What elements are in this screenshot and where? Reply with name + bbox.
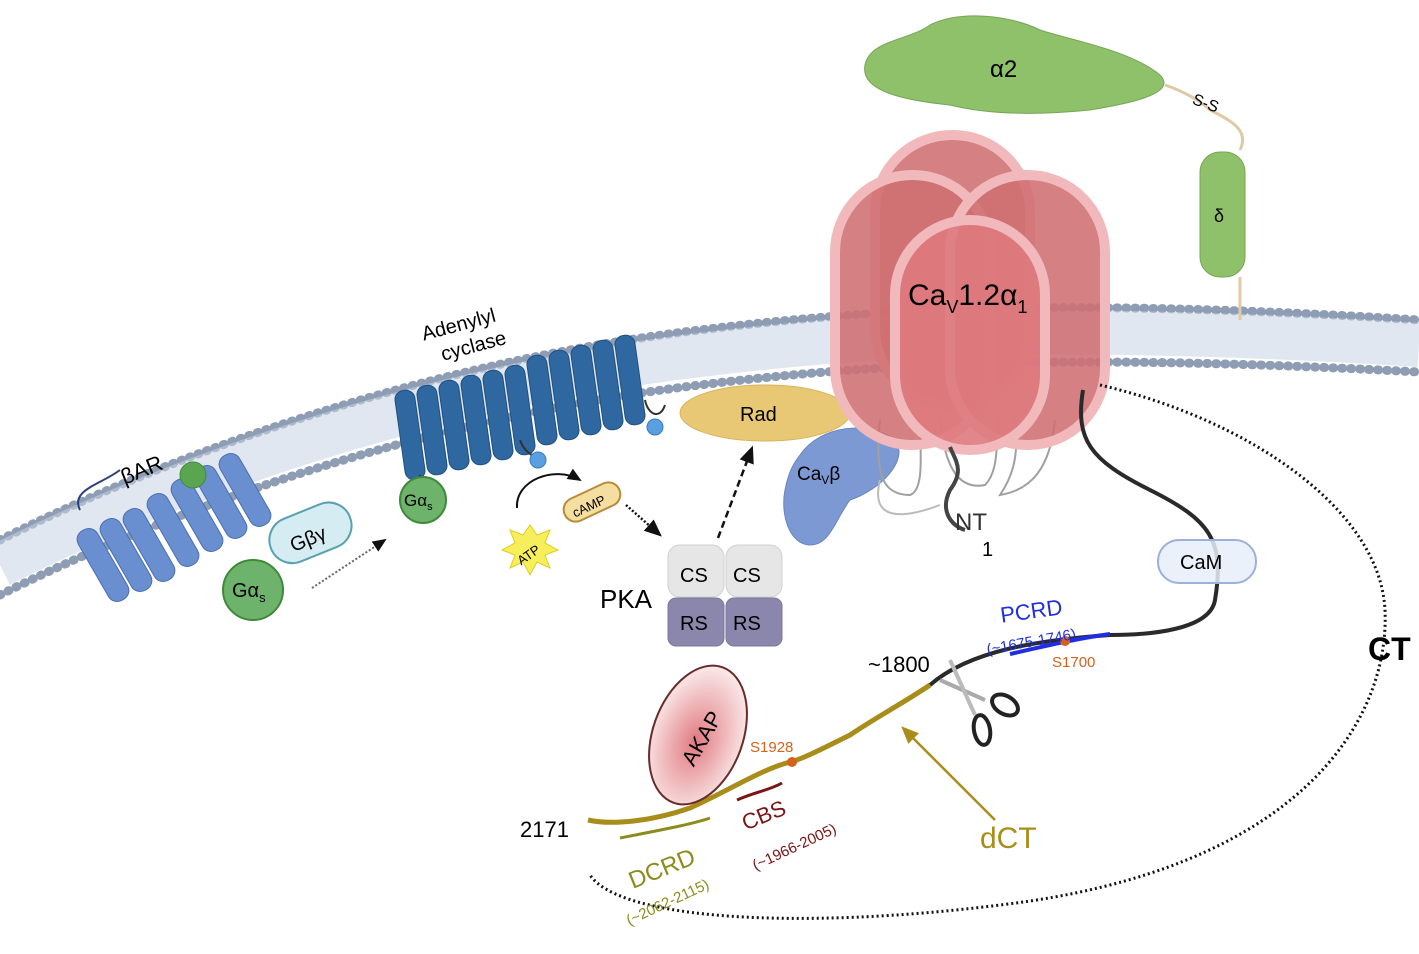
dct-pointer-arrow	[901, 726, 996, 821]
pka-to-rad-arrow	[716, 445, 754, 539]
ct-label: CT	[1368, 631, 1411, 667]
calmodulin: CaM	[1157, 539, 1257, 584]
n-terminus-tail	[944, 446, 966, 532]
dcrd-bracket	[619, 816, 711, 840]
s1928-label: S1928	[750, 739, 793, 756]
pcrd-label: PCRD	[999, 594, 1064, 627]
g-beta-gamma: Gβγ	[268, 501, 353, 565]
disulfide-label: S-S	[1190, 91, 1221, 116]
delta-label: δ	[1214, 206, 1224, 226]
cbs-bracket	[736, 781, 783, 802]
pka-rs-1: RS	[680, 613, 708, 635]
svg-text:CaV1.2α1: CaV1.2α1	[908, 279, 1027, 317]
atp-molecule: ATP	[500, 524, 560, 577]
camp-to-pka-arrow	[625, 504, 662, 537]
cleavage-site-label: ~1800	[868, 652, 930, 677]
s1700-phosphosite	[1060, 636, 1070, 646]
s1928-phosphosite	[787, 757, 797, 767]
camp-molecule: cAMP	[562, 481, 622, 523]
pka-rs-2: RS	[733, 613, 761, 635]
distal-c-terminus	[587, 682, 932, 825]
cbs-label: CBS	[738, 795, 789, 835]
beta-adrenergic-receptor	[76, 453, 272, 602]
svg-text:CaVβ: CaVβ	[797, 464, 840, 487]
svg-text:CaM: CaM	[1180, 552, 1222, 574]
adenylyl-cyclase	[394, 334, 666, 481]
proximal-c-terminus	[928, 389, 1220, 687]
pka-cs-2: CS	[733, 565, 761, 587]
s1700-label: S1700	[1052, 654, 1095, 671]
g-alpha-s-at-cyclase: Gαs	[399, 475, 447, 524]
alpha2-label: α2	[990, 56, 1017, 83]
nt-start-residue: 1	[982, 539, 993, 561]
nt-label: NT	[955, 509, 987, 536]
pka-cs-1: CS	[680, 565, 708, 587]
end-residue-label: 2171	[520, 817, 569, 842]
membrane-outer-leaflet	[0, 303, 1419, 545]
cav12-alpha1-channel: CaV1.2α1	[830, 130, 1110, 455]
svg-text:Gαs: Gαs	[232, 580, 266, 605]
pka-holoenzyme: CS CS RS RS	[667, 544, 783, 647]
akap-protein: AKAP	[648, 664, 748, 806]
dct-label: dCT	[980, 822, 1037, 855]
scissors-icon	[939, 659, 1020, 747]
alpha2-delta-subunit: α2 S-S δ	[864, 15, 1246, 320]
rad-protein: Rad	[679, 384, 851, 442]
svg-text:Gαs: Gαs	[404, 491, 433, 513]
g-alpha-s-bound: Gαs	[222, 559, 284, 621]
atp-to-camp-arrow	[515, 468, 582, 509]
activation-arrow	[311, 538, 387, 589]
pka-label: PKA	[600, 584, 653, 614]
cav-beta-subunit: CaVβ	[783, 427, 900, 546]
svg-text:Rad: Rad	[740, 404, 777, 426]
